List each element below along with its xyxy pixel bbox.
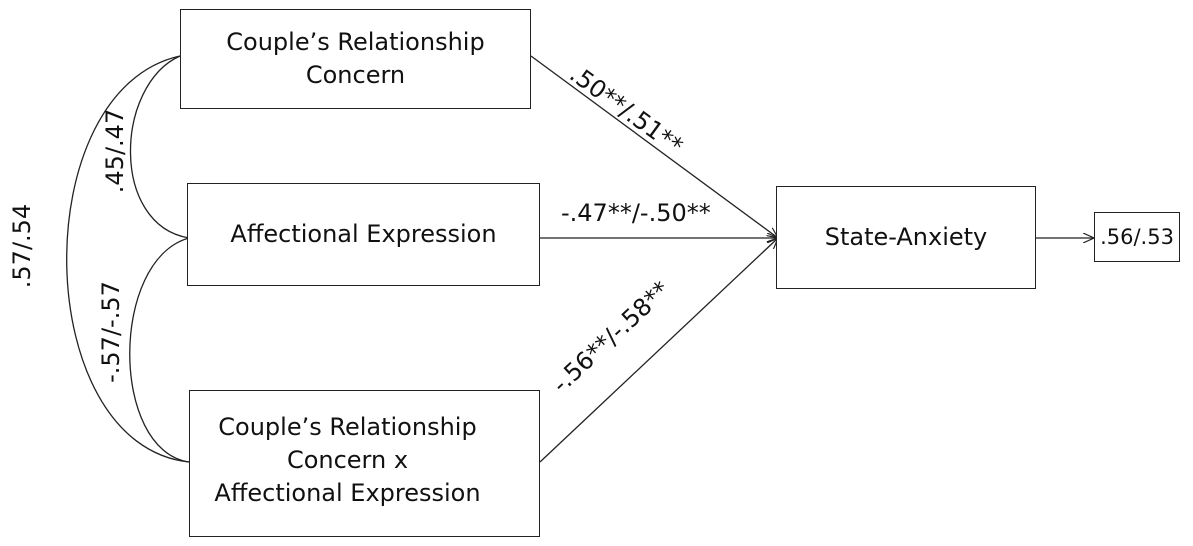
node-affectional-expression: Affectional Expression xyxy=(187,183,540,286)
correlation-curve-concern-expression xyxy=(129,55,190,239)
corr-expression-interaction: -.57/-.57 xyxy=(96,281,125,383)
corr-concern-interaction: .57/.54 xyxy=(8,203,37,289)
node-label: Couple’s Relationship Concern x Affectio… xyxy=(214,413,481,507)
node-r-squared: .56/.53 xyxy=(1094,212,1180,262)
node-interaction-term: Couple’s Relationship Concern x Affectio… xyxy=(189,390,540,537)
node-state-anxiety: State-Anxiety xyxy=(776,186,1036,289)
path-arrow-concern-to-anxiety xyxy=(530,55,778,238)
correlation-curve-expression-interaction xyxy=(129,237,190,463)
node-label: State-Anxiety xyxy=(824,223,988,251)
corr-concern-expression: .45/.47 xyxy=(101,108,130,194)
node-relationship-concern: Couple’s Relationship Concern xyxy=(180,9,531,109)
correlation-curve-concern-interaction xyxy=(66,55,190,463)
path-arrow-interaction-to-anxiety xyxy=(539,238,778,463)
node-label: .56/.53 xyxy=(1100,224,1174,249)
node-label: Couple’s Relationship Concern xyxy=(226,28,485,89)
coef-expression-to-anxiety: -.47**/-.50** xyxy=(561,199,711,227)
node-label: Affectional Expression xyxy=(230,220,497,248)
